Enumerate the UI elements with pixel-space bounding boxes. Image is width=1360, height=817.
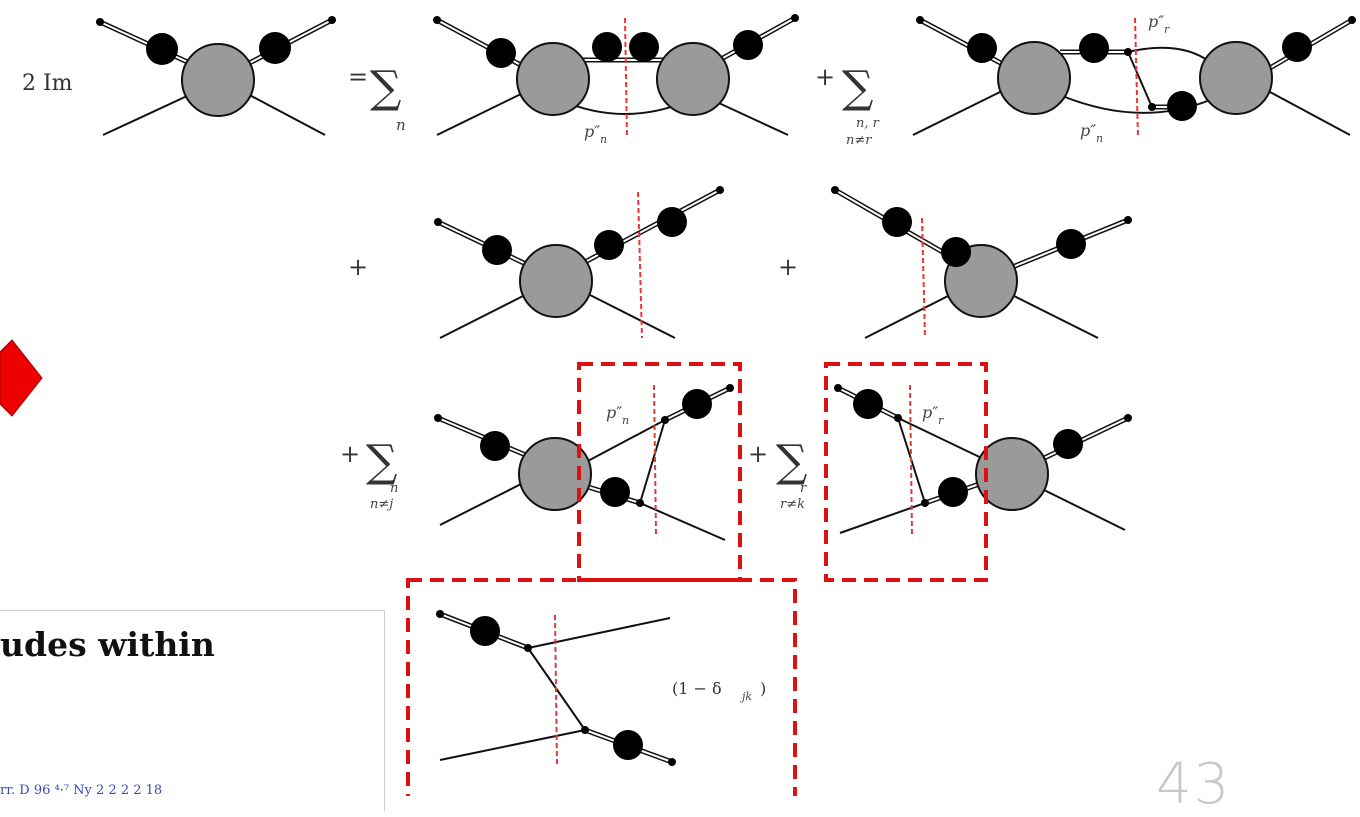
svg-text:jk: jk	[739, 690, 752, 703]
svg-text:n≠r: n≠r	[846, 133, 872, 148]
svg-text:n: n	[1096, 132, 1103, 145]
sum-symbol-2: ∑	[842, 62, 873, 113]
svg-text:p″: p″	[1080, 121, 1096, 140]
cut-line	[624, 17, 628, 139]
svg-text:n, r: n, r	[856, 116, 880, 131]
lhs-diagram	[96, 16, 336, 136]
svg-text:+: +	[815, 63, 835, 91]
svg-text:=: =	[348, 63, 368, 91]
svg-text:+: +	[340, 440, 360, 468]
svg-text:n: n	[622, 414, 629, 427]
svg-text:n≠j: n≠j	[370, 497, 393, 512]
svg-text:r: r	[800, 481, 807, 496]
svg-text:p″: p″	[1148, 12, 1164, 31]
term7-diagram	[436, 610, 676, 766]
term3-diagram	[434, 186, 724, 339]
unitarity-diagram: 2 Im = ∑ n p″ n	[0, 12, 1356, 796]
svg-text:(1 − δ: (1 − δ	[672, 679, 722, 698]
sum-symbol-3: ∑	[366, 436, 397, 487]
cut-line	[554, 614, 558, 766]
svg-text:n: n	[600, 133, 607, 146]
dashed-box-right	[824, 362, 988, 582]
svg-text:n: n	[396, 116, 406, 134]
dashed-box-left	[577, 362, 742, 582]
paper-excerpt	[0, 610, 385, 811]
svg-text:r≠k: r≠k	[780, 497, 805, 512]
svg-text:+: +	[748, 440, 768, 468]
term5-diagram	[434, 384, 734, 541]
red-arrow-icon	[0, 339, 43, 417]
svg-text:n: n	[390, 481, 398, 496]
paper-heading: udes within	[0, 625, 215, 664]
term1-diagram	[433, 14, 799, 139]
cut-line	[1134, 17, 1139, 139]
sum-symbol-4: ∑	[776, 436, 807, 487]
lhs-blob	[181, 43, 255, 117]
svg-text:p″: p″	[606, 403, 622, 422]
term2-diagram	[912, 16, 1356, 139]
svg-text:r: r	[1164, 23, 1170, 36]
dashed-box-bottom	[406, 578, 797, 796]
cut-line	[637, 191, 643, 339]
svg-text:+: +	[778, 253, 798, 281]
lhs-label: 2 Im	[22, 71, 73, 96]
term4-diagram	[831, 186, 1132, 339]
sum-symbol-1: ∑	[370, 62, 401, 113]
page-number: 43	[1156, 752, 1232, 817]
svg-text:p″: p″	[922, 403, 938, 422]
svg-text:+: +	[348, 253, 368, 281]
term6-diagram	[834, 384, 1132, 536]
svg-text:): )	[760, 679, 766, 698]
svg-text:p″: p″	[584, 122, 600, 141]
citation-line: rr. D 96 ⁴·⁷ Ny 2 2 2 2 18	[0, 783, 163, 798]
svg-text:r: r	[938, 414, 944, 427]
cut-line	[653, 384, 657, 536]
cut-line	[909, 384, 913, 536]
cut-line	[921, 217, 926, 339]
